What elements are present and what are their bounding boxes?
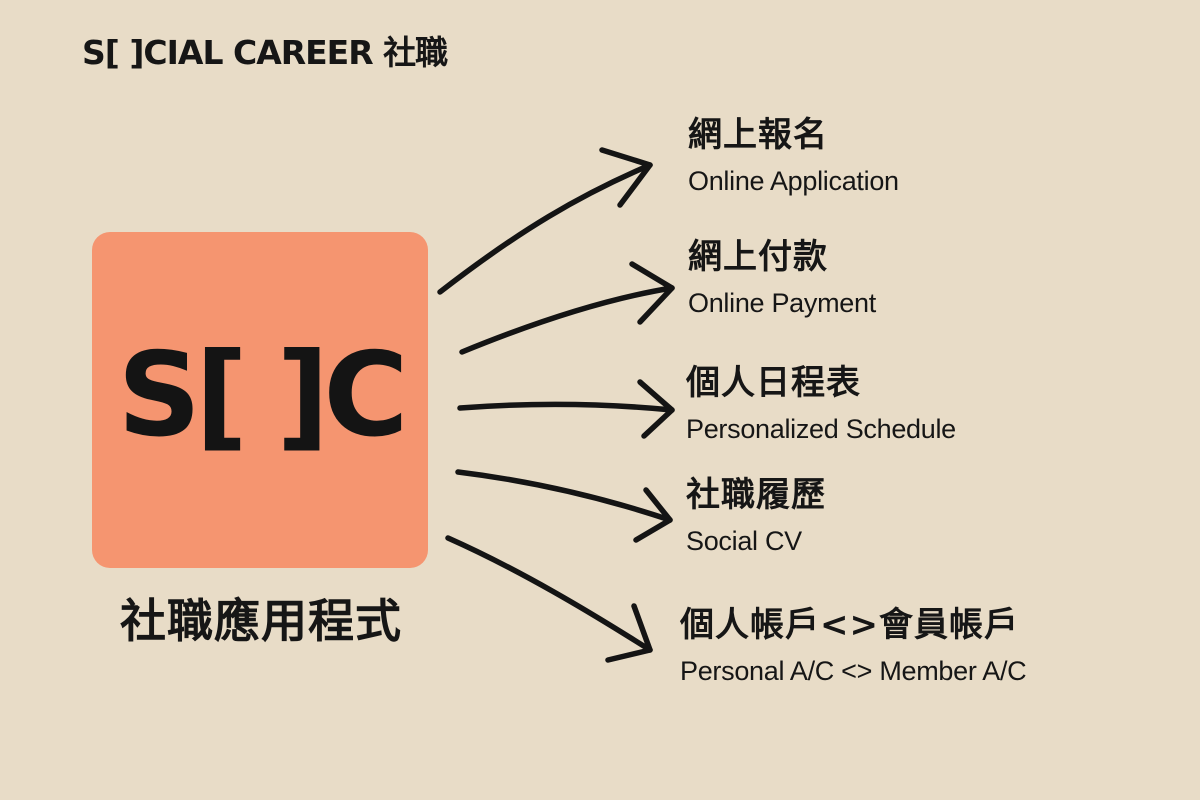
- app-logo-text: S[ ]C: [117, 328, 408, 463]
- brand-logo: S[ ]CIAL CAREER 社職: [82, 33, 448, 72]
- feature-title-en: Personalized Schedule: [686, 414, 956, 445]
- feature-title-zh: 個人帳戶<>會員帳戶: [680, 605, 1019, 645]
- feature-title-zh: 網上付款: [688, 237, 828, 277]
- feature-title-en: Social CV: [686, 526, 802, 557]
- feature-title-en: Online Application: [688, 166, 899, 197]
- app-icon-tile: S[ ]C: [92, 232, 428, 568]
- feature-title-zh: 個人日程表: [686, 363, 861, 403]
- feature-online-payment: 網上付款 Online Payment: [688, 237, 876, 319]
- app-caption: 社職應用程式: [120, 594, 402, 648]
- arrow-member-account: [445, 535, 653, 663]
- arrow-online-payment: [459, 261, 675, 355]
- arrow-online-application: [437, 147, 653, 295]
- feature-member-account: 個人帳戶<>會員帳戶 Personal A/C <> Member A/C: [680, 605, 1027, 687]
- feature-online-application: 網上報名 Online Application: [688, 115, 899, 197]
- feature-title-zh: 網上報名: [688, 115, 828, 155]
- feature-social-cv: 社職履歷 Social CV: [686, 475, 826, 557]
- feature-title-en: Online Payment: [688, 288, 876, 319]
- feature-title-en: Personal A/C <> Member A/C: [680, 656, 1027, 687]
- feature-title-zh: 社職履歷: [686, 475, 826, 515]
- feature-personalized-schedule: 個人日程表 Personalized Schedule: [686, 363, 956, 445]
- arrow-personalized-schedule: [457, 379, 675, 439]
- arrow-social-cv: [455, 469, 673, 543]
